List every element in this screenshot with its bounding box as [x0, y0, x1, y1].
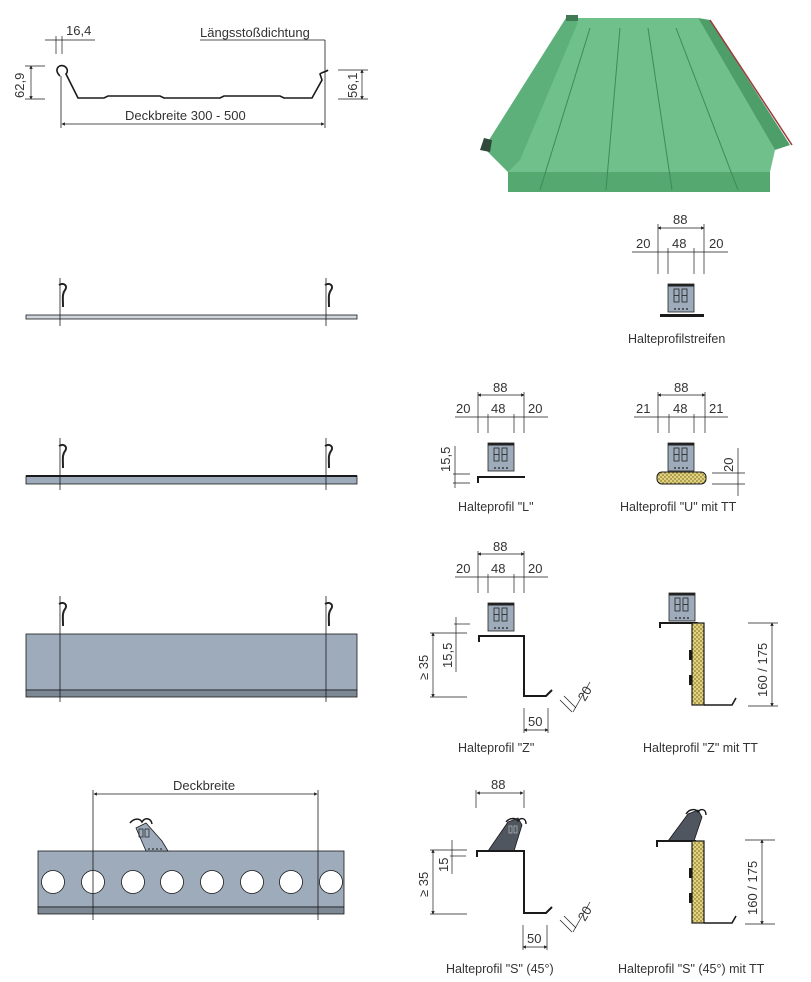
- dim-88: 88: [493, 380, 507, 395]
- holder-S: 88 ≥ 35 15 50 20 Halteprofil "S" (45°): [416, 777, 595, 976]
- roof-panel-image: [480, 15, 793, 192]
- caption-S-TT: Halteprofil "S" (45°) mit TT: [618, 962, 765, 976]
- holder-Z: 88 20 48 20 ≥ 35 15,5 50 20 Halteprofil …: [416, 539, 595, 755]
- dim-min-35: ≥ 35: [416, 872, 431, 897]
- dim-16-4: 16,4: [66, 23, 91, 38]
- dim-20-right: 20: [528, 401, 542, 416]
- dim-20-left: 20: [456, 401, 470, 416]
- dim-15: 15: [436, 858, 451, 872]
- dim-160-175: 160 / 175: [755, 643, 770, 697]
- deckbreite-label: Deckbreite: [173, 778, 235, 793]
- dim-20-right: 20: [528, 561, 542, 576]
- holder-S-TT: 160 / 175 Halteprofil "S" (45°) mit TT: [618, 808, 775, 976]
- substrate-board: [25, 438, 358, 490]
- dim-48: 48: [491, 401, 505, 416]
- dim-48: 48: [672, 236, 686, 251]
- dim-20-lip: 20: [575, 903, 595, 923]
- dim-min-35: ≥ 35: [416, 655, 431, 680]
- dim-20-height: 20: [721, 458, 736, 472]
- dim-88: 88: [673, 212, 687, 227]
- caption-L: Halteprofil "L": [458, 500, 534, 514]
- dim-20-left: 20: [636, 236, 650, 251]
- caption-U-TT: Halteprofil "U" mit TT: [620, 500, 737, 514]
- dim-20-right: 20: [709, 236, 723, 251]
- dim-21-left: 21: [636, 401, 650, 416]
- dim-21-right: 21: [709, 401, 723, 416]
- substrate-thick-panel: [25, 596, 358, 702]
- dim-15-5: 15,5: [440, 643, 455, 668]
- holder-L: 88 20 48 20 15,5 Halteprofil "L": [438, 380, 548, 514]
- seal-label: Längsstoßdichtung: [200, 25, 310, 40]
- caption-Z: Halteprofil "Z": [458, 741, 534, 755]
- dim-48: 48: [491, 561, 505, 576]
- substrate-perforated-panel: Deckbreite: [37, 778, 345, 920]
- caption-S: Halteprofil "S" (45°): [446, 962, 554, 976]
- width-label: Deckbreite 300 - 500: [125, 108, 246, 123]
- dim-160-175: 160 / 175: [745, 861, 760, 915]
- dim-62-9: 62,9: [12, 73, 27, 98]
- holder-U-TT: 88 21 48 21 20 Halteprofil "U" mit TT: [620, 380, 745, 514]
- dim-20-lip: 20: [575, 683, 595, 703]
- dim-56-1: 56,1: [345, 73, 360, 98]
- dim-88: 88: [674, 380, 688, 395]
- substrate-thin-sheet: [25, 278, 358, 326]
- caption-Z-TT: Halteprofil "Z" mit TT: [643, 741, 758, 755]
- dim-20-left: 20: [456, 561, 470, 576]
- holder-Z-TT: 160 / 175 Halteprofil "Z" mit TT: [643, 592, 778, 755]
- caption-streifen: Halteprofilstreifen: [628, 332, 725, 346]
- profile-section: 16,4 Längsstoßdichtung 62,9 56,1 Deckbre…: [12, 23, 368, 128]
- dim-15-5: 15,5: [438, 447, 453, 472]
- holder-streifen: 88 20 48 20 Halteprofilstreifen: [628, 212, 728, 346]
- dim-48: 48: [673, 401, 687, 416]
- dim-50: 50: [528, 714, 542, 729]
- dim-50: 50: [527, 931, 541, 946]
- dim-88: 88: [491, 777, 505, 792]
- dim-88: 88: [493, 539, 507, 554]
